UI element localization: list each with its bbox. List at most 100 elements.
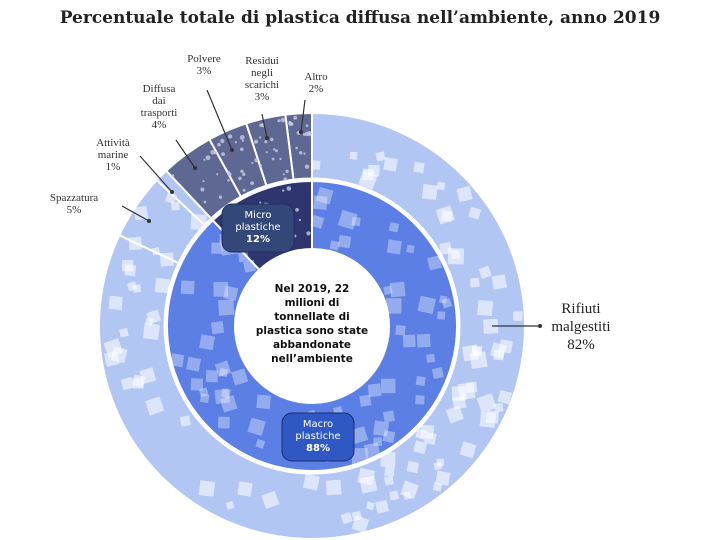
texture-dot-67 — [282, 189, 285, 192]
texture-square-149 — [210, 320, 225, 335]
texture-square-135 — [213, 281, 229, 297]
texture-square-124 — [315, 186, 334, 205]
texture-dot-60 — [286, 186, 292, 191]
leader-line-4 — [139, 155, 173, 193]
texture-dot-51 — [240, 169, 244, 173]
outer-label-6-line-1: malgestiti — [551, 319, 610, 335]
texture-square-37 — [351, 515, 370, 534]
texture-dot-40 — [221, 152, 225, 157]
texture-square-100 — [380, 378, 396, 394]
texture-square-151 — [388, 222, 400, 233]
texture-square-105 — [427, 255, 442, 271]
outer-label-3-pct: 4% — [152, 119, 167, 131]
texture-square-14 — [469, 277, 480, 288]
inner-label-1-line-0: Macro — [303, 419, 333, 430]
texture-square-164 — [373, 420, 390, 437]
texture-square-88 — [121, 259, 134, 272]
texture-square-90 — [133, 205, 149, 221]
texture-square-111 — [247, 417, 266, 436]
texture-square-128 — [416, 333, 431, 348]
texture-dot-61 — [298, 218, 302, 222]
texture-square-153 — [170, 353, 185, 368]
texture-dot-9 — [298, 151, 303, 155]
texture-dot-46 — [274, 149, 278, 153]
texture-dot-56 — [270, 137, 274, 142]
texture-dot-14 — [271, 157, 275, 161]
outer-label-6-pct: 82% — [567, 337, 595, 353]
texture-dot-29 — [227, 172, 232, 177]
texture-square-75 — [420, 424, 435, 439]
texture-square-95 — [386, 239, 402, 255]
texture-dot-7 — [265, 151, 268, 154]
texture-square-133 — [237, 251, 249, 263]
texture-square-136 — [351, 448, 368, 465]
texture-square-4 — [375, 499, 390, 514]
leader-line-2 — [206, 89, 233, 151]
texture-square-84 — [406, 460, 420, 474]
texture-square-127 — [337, 209, 358, 230]
leader-dot-6 — [538, 324, 542, 328]
inner-label-0-line-1: plastiche — [235, 222, 280, 233]
texture-dot-13 — [258, 164, 263, 168]
texture-square-35 — [456, 185, 473, 203]
texture-square-106 — [367, 383, 382, 398]
texture-square-79 — [436, 458, 445, 467]
texture-dot-34 — [272, 148, 276, 151]
texture-square-62 — [139, 367, 157, 385]
texture-square-13 — [145, 396, 165, 416]
texture-dot-47 — [253, 139, 259, 144]
texture-square-131 — [243, 259, 257, 273]
texture-square-113 — [386, 298, 402, 314]
texture-square-126 — [220, 395, 238, 413]
texture-square-107 — [199, 393, 210, 404]
texture-square-42 — [198, 480, 216, 497]
texture-square-1 — [142, 322, 160, 341]
texture-square-141 — [415, 375, 426, 387]
texture-square-61 — [445, 405, 464, 424]
texture-square-38 — [436, 181, 446, 191]
texture-dot-12 — [305, 124, 309, 128]
texture-square-29 — [413, 161, 425, 174]
leader-line-5 — [121, 205, 150, 222]
texture-dot-55 — [304, 164, 310, 169]
center-text-line-1: milioni di — [285, 297, 340, 309]
texture-square-160 — [186, 356, 202, 372]
texture-square-80 — [471, 346, 481, 356]
texture-square-103 — [217, 416, 230, 429]
texture-square-52 — [469, 351, 488, 369]
leader-line-1 — [261, 113, 268, 139]
leader-line-0 — [300, 99, 306, 133]
texture-dot-36 — [254, 158, 259, 163]
texture-dot-35 — [217, 142, 221, 147]
texture-square-83 — [380, 451, 396, 467]
texture-square-31 — [349, 151, 358, 160]
outer-label-5-line-0: Spazzatura — [50, 192, 98, 204]
texture-dot-52 — [218, 195, 223, 199]
texture-square-93 — [151, 247, 161, 256]
texture-dot-27 — [264, 140, 268, 144]
texture-dot-11 — [203, 200, 207, 204]
texture-square-162 — [382, 410, 396, 423]
texture-square-18 — [179, 415, 191, 427]
center-text-line-4: abbandonate — [273, 339, 351, 351]
texture-square-159 — [219, 368, 229, 378]
texture-square-125 — [214, 360, 232, 377]
texture-square-19 — [476, 393, 497, 413]
texture-square-5 — [477, 299, 494, 317]
texture-square-161 — [205, 370, 219, 383]
texture-dot-48 — [227, 170, 231, 174]
outer-label-2-line-0: Polvere — [187, 53, 221, 65]
texture-square-94 — [165, 192, 178, 205]
texture-square-82 — [154, 277, 171, 294]
center-text-line-0: Nel 2019, 22 — [275, 283, 350, 295]
texture-square-118 — [231, 368, 249, 386]
texture-dot-58 — [307, 131, 312, 136]
outer-label-1-line-2: scarichi — [245, 79, 279, 91]
texture-dot-32 — [288, 121, 292, 124]
outer-label-0-pct: 2% — [309, 83, 324, 95]
texture-dot-59 — [213, 150, 217, 155]
texture-square-99 — [180, 280, 195, 295]
texture-square-51 — [383, 157, 398, 172]
